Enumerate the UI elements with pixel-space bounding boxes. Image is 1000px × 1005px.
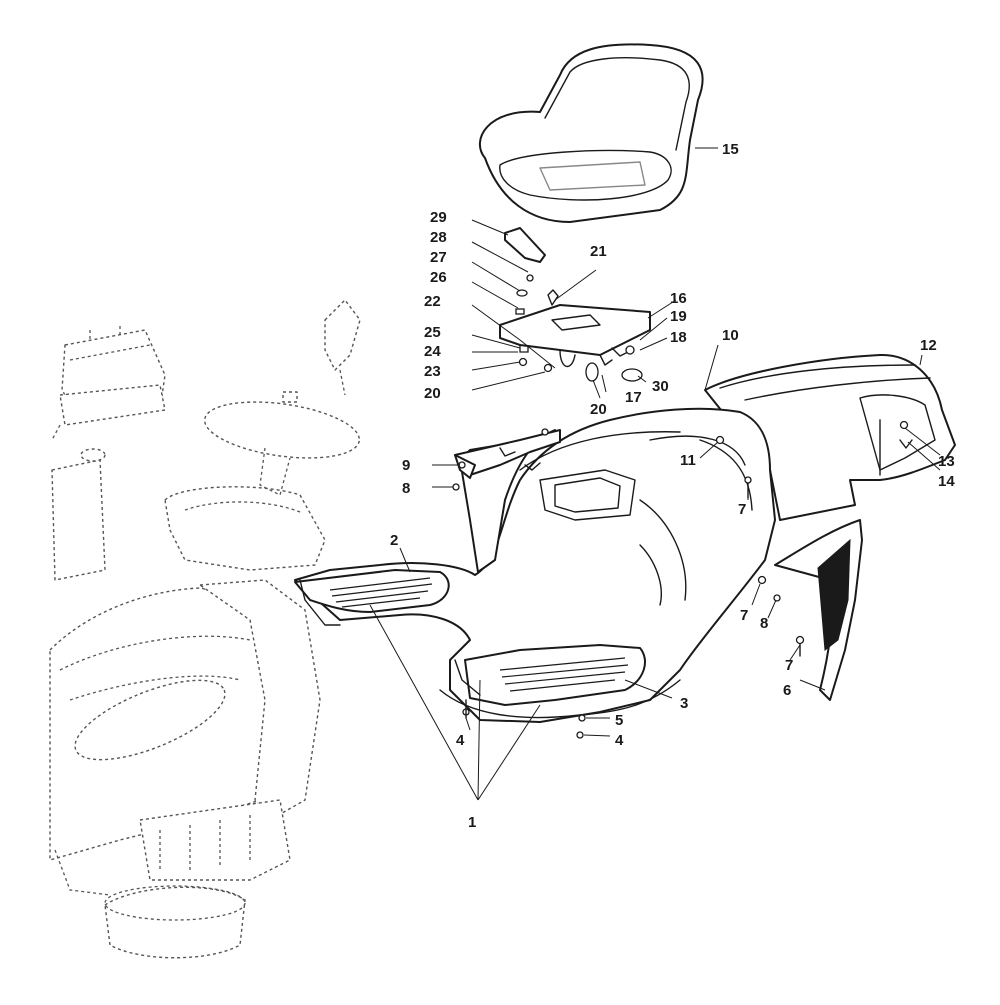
callout-26: 26 — [430, 269, 447, 286]
main-body — [294, 407, 776, 723]
seat-spring — [585, 345, 643, 382]
callout-8-right: 8 — [760, 615, 768, 632]
rear-fender — [704, 353, 956, 521]
callout-17: 17 — [625, 389, 642, 406]
callout-29: 29 — [430, 209, 447, 226]
callout-16: 16 — [670, 290, 687, 307]
callout-23: 23 — [424, 363, 441, 380]
callout-30: 30 — [652, 378, 669, 395]
callout-4-right: 4 — [615, 732, 624, 749]
callout-20-right: 20 — [590, 401, 607, 418]
callout-7-lower: 7 — [785, 657, 793, 674]
callout-1: 1 — [468, 814, 476, 831]
callout-8-left: 8 — [402, 480, 410, 497]
callout-4-left: 4 — [456, 732, 465, 749]
callout-2: 2 — [390, 532, 398, 549]
callout-10: 10 — [722, 327, 739, 344]
callout-21: 21 — [590, 243, 607, 260]
callout-19: 19 — [670, 308, 687, 325]
callout-13: 13 — [938, 453, 955, 470]
callout-20-left: 20 — [424, 385, 441, 402]
seat-hinge-bracket — [504, 227, 546, 263]
seat-mount-plate — [499, 304, 651, 368]
callout-25: 25 — [424, 324, 441, 341]
callout-22: 22 — [424, 293, 441, 310]
callout-15: 15 — [722, 141, 739, 158]
left-fender-bracket — [452, 428, 549, 491]
callout-28: 28 — [430, 229, 447, 246]
callout-labels: 1 2 3 4 4 5 6 7 7 7 8 8 9 10 11 12 13 14… — [390, 141, 955, 831]
callout-6: 6 — [783, 682, 791, 699]
ghost-front-assembly — [49, 299, 361, 959]
seat — [479, 43, 704, 223]
callout-7-upper: 7 — [738, 501, 746, 518]
callout-14: 14 — [938, 473, 955, 490]
callout-12: 12 — [920, 337, 937, 354]
callout-18: 18 — [670, 329, 687, 346]
callout-11: 11 — [680, 452, 696, 469]
callout-7-middle: 7 — [740, 607, 748, 624]
callout-9: 9 — [402, 457, 410, 474]
right-side-panel — [774, 519, 863, 701]
callout-3: 3 — [680, 695, 688, 712]
callout-27: 27 — [430, 249, 447, 266]
callout-5: 5 — [615, 712, 623, 729]
callout-24: 24 — [424, 343, 441, 360]
leader-lines — [369, 147, 941, 801]
loose-hardware — [462, 435, 805, 739]
